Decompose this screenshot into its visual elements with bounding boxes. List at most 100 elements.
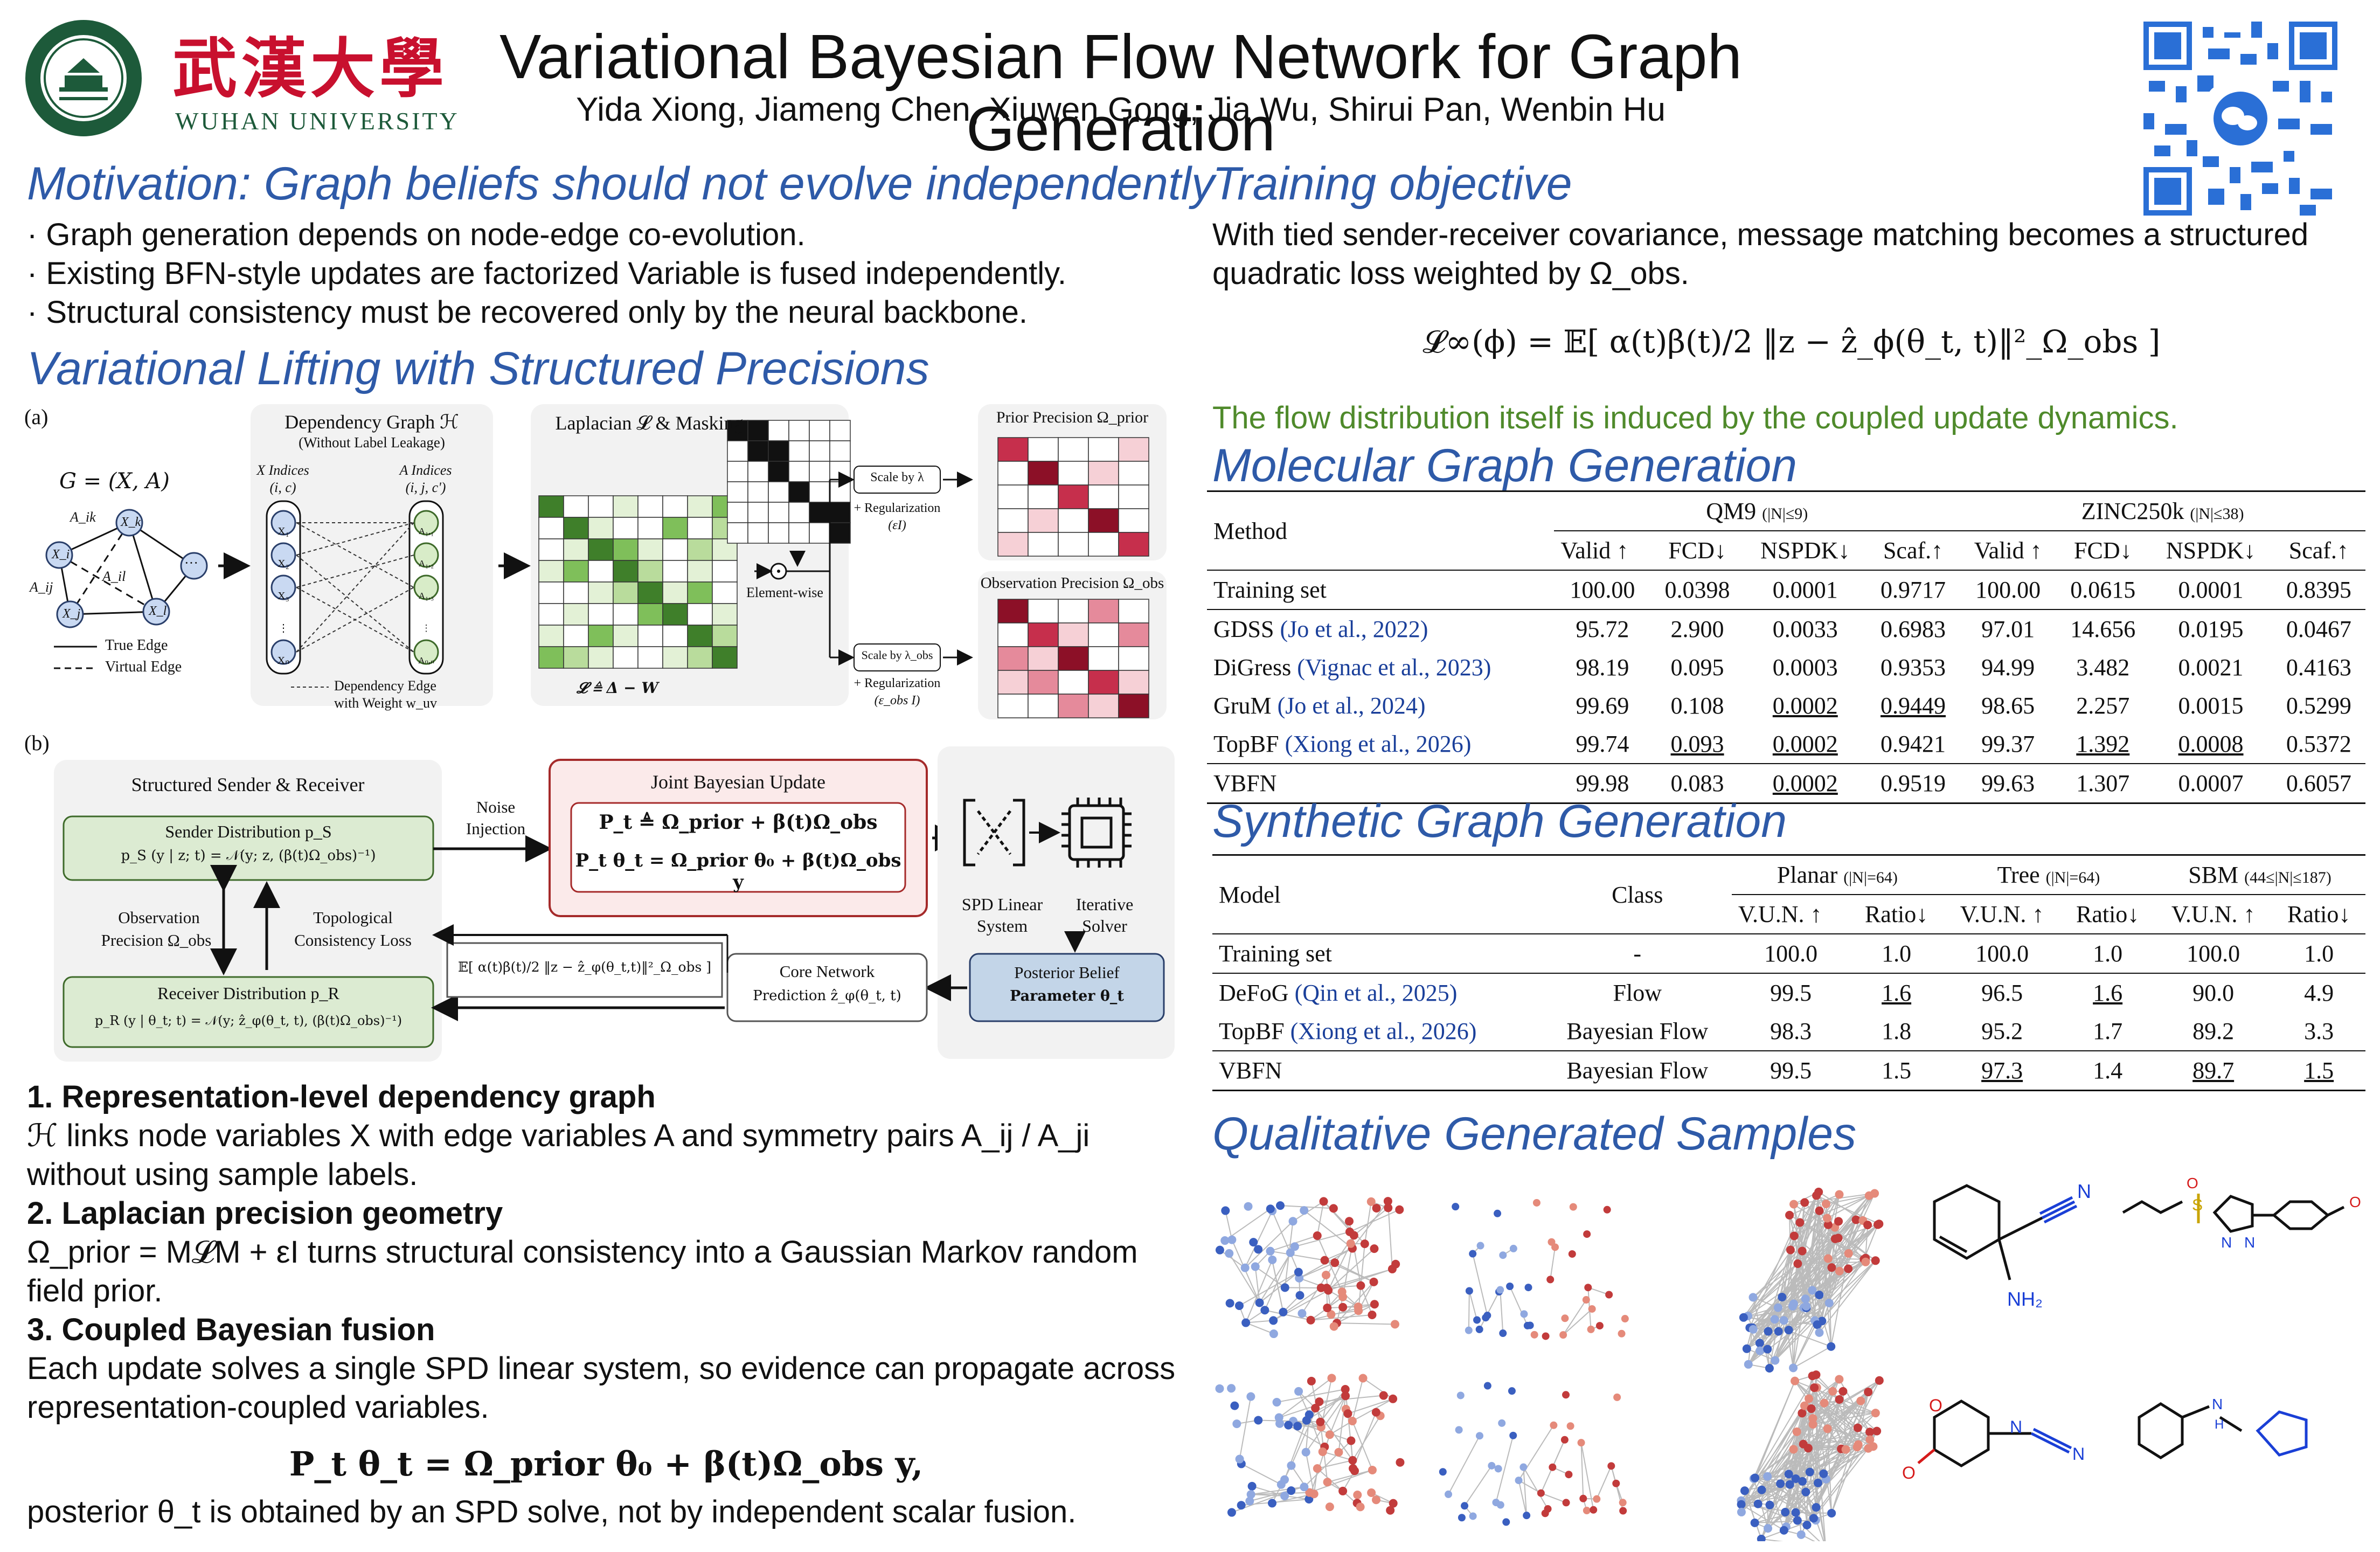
- matrix-cell: [829, 481, 851, 503]
- graph-node: [1321, 1271, 1330, 1280]
- graph-node: [1345, 1227, 1354, 1236]
- metric-header: V.U.N. ↑: [2171, 901, 2256, 927]
- final-line: posterior θ_t is obtained by an SPD solv…: [27, 1494, 1077, 1529]
- posterior-label2: Parameter θ_t: [1010, 988, 1124, 1004]
- graph-node: [1793, 1259, 1802, 1268]
- planar-sample-2: [1215, 1374, 1405, 1517]
- graph-edge: [1252, 1485, 1285, 1496]
- table-cell: 0.0467: [2286, 616, 2351, 642]
- graph-node: [1613, 1393, 1621, 1401]
- graph-node: [1815, 1328, 1824, 1337]
- citation[interactable]: (Jo et al., 2022): [1280, 616, 1428, 642]
- graph-node: [1800, 1401, 1809, 1410]
- table-cell: 100.00: [1975, 577, 2041, 603]
- matrix-cell: [1058, 437, 1089, 462]
- dependency-title: Dependency Graph ℋ: [285, 411, 459, 433]
- scale-lambda-obs-label: Scale by λ_obs: [861, 648, 933, 662]
- graph-node: [1748, 1293, 1758, 1302]
- graph-node: [1368, 1465, 1377, 1474]
- graph-edge: [1789, 1380, 1880, 1485]
- graph-edge: [1305, 1395, 1346, 1453]
- graph-node: [1569, 1203, 1577, 1211]
- university-seal-icon: [25, 20, 142, 136]
- matrix-cell: [662, 560, 688, 583]
- graph-edge: [1838, 1223, 1879, 1239]
- graph-node: [1241, 1318, 1251, 1327]
- matrix-cell: [1118, 622, 1149, 647]
- matrix-cell: [538, 646, 564, 669]
- graph-node: [1276, 1201, 1285, 1210]
- graph-edge: [1754, 1477, 1816, 1508]
- graph-node: [1524, 1284, 1532, 1292]
- matrix-cell: [747, 481, 769, 503]
- table-cell: 99.69: [1576, 692, 1629, 719]
- graph-node: [1520, 1310, 1528, 1318]
- graph-node: [1496, 1286, 1504, 1294]
- table-cell: 4.9: [2304, 980, 2334, 1006]
- samples-figure: [1215, 1184, 2345, 1551]
- matrix-cell: [809, 440, 830, 462]
- edge-label-ij: A_ij: [30, 579, 53, 595]
- graph-node: [1755, 1346, 1765, 1355]
- group-tree: Tree (|N|=64): [1942, 855, 2154, 895]
- table-cell: 1.6: [1882, 980, 1912, 1006]
- matrix-cell: [588, 495, 614, 518]
- x-item: X₃: [277, 590, 289, 602]
- group-qm9: QM9 (|N|≤9): [1554, 491, 1960, 531]
- graph-edge: [1224, 1208, 1271, 1241]
- graph-node: [1827, 1508, 1836, 1518]
- graph-node: [1372, 1495, 1381, 1505]
- citation[interactable]: (Vignac et al., 2023): [1297, 654, 1491, 681]
- point-text: Ω_prior = M𝓛M + εI turns structural cons…: [27, 1235, 1138, 1308]
- a-item: A₁,₂: [418, 558, 434, 569]
- matrix-cell: [588, 538, 614, 561]
- graph-node: [1370, 1244, 1379, 1253]
- table-cell: 0.093: [1670, 731, 1724, 757]
- training-line: With tied sender-receiver covariance, me…: [1212, 217, 2309, 252]
- qr-code[interactable]: [2138, 16, 2343, 221]
- graph-node: [1309, 1489, 1319, 1499]
- graph-node: [1297, 1309, 1307, 1318]
- table-cell: 95.72: [1576, 616, 1629, 642]
- matrix-cell: [1058, 532, 1089, 557]
- method-name: DiGress (Vignac et al., 2023): [1213, 654, 1491, 681]
- table-cell: 1.7: [2093, 1018, 2123, 1044]
- citation[interactable]: (Xiong et al., 2026): [1285, 731, 1472, 757]
- graph-node: [1795, 1218, 1805, 1227]
- graph-node: [1750, 1518, 1759, 1527]
- graph-node: [1499, 1329, 1507, 1338]
- mol-label: O: [1902, 1463, 1916, 1482]
- matrix-cell: [1088, 599, 1119, 623]
- table-cell: 0.0615: [2070, 577, 2136, 603]
- graph-node: [1872, 1426, 1882, 1436]
- graph-node: [1302, 1416, 1311, 1425]
- graph-edge: [1360, 1285, 1373, 1315]
- matrix-cell: [1118, 694, 1149, 718]
- citation[interactable]: (Xiong et al., 2026): [1290, 1018, 1477, 1044]
- graph-node: [1803, 1444, 1813, 1453]
- graph-edge: [1767, 1476, 1771, 1505]
- matrix-cell: [1058, 646, 1089, 671]
- table-cell: 0.108: [1670, 692, 1724, 719]
- matrix-cell: [1118, 437, 1149, 462]
- dep-edge-note2: with Weight w_uv: [334, 695, 437, 711]
- citation[interactable]: (Jo et al., 2024): [1277, 692, 1426, 719]
- graph-node: [1396, 1458, 1405, 1467]
- matrix-cell: [727, 481, 748, 503]
- graph-node: [1812, 1503, 1821, 1512]
- matrix-cell: [1028, 599, 1059, 623]
- graph-edge: [1814, 1387, 1833, 1514]
- matrix-cell: [768, 502, 789, 523]
- graph-node: [1764, 1524, 1773, 1533]
- group-tree-label: Tree: [1997, 862, 2040, 888]
- citation[interactable]: (Qin et al., 2025): [1294, 980, 1458, 1006]
- graph-node: [1227, 1384, 1236, 1393]
- mol-label: N: [2221, 1234, 2232, 1251]
- training-heading: Training objective: [1212, 158, 1572, 210]
- matrix-cell: [712, 581, 738, 604]
- graph-edge: [1793, 1202, 1806, 1368]
- poster-title: Variational Bayesian Flow Network for Gr…: [499, 22, 1742, 164]
- graph-node: [1786, 1245, 1795, 1255]
